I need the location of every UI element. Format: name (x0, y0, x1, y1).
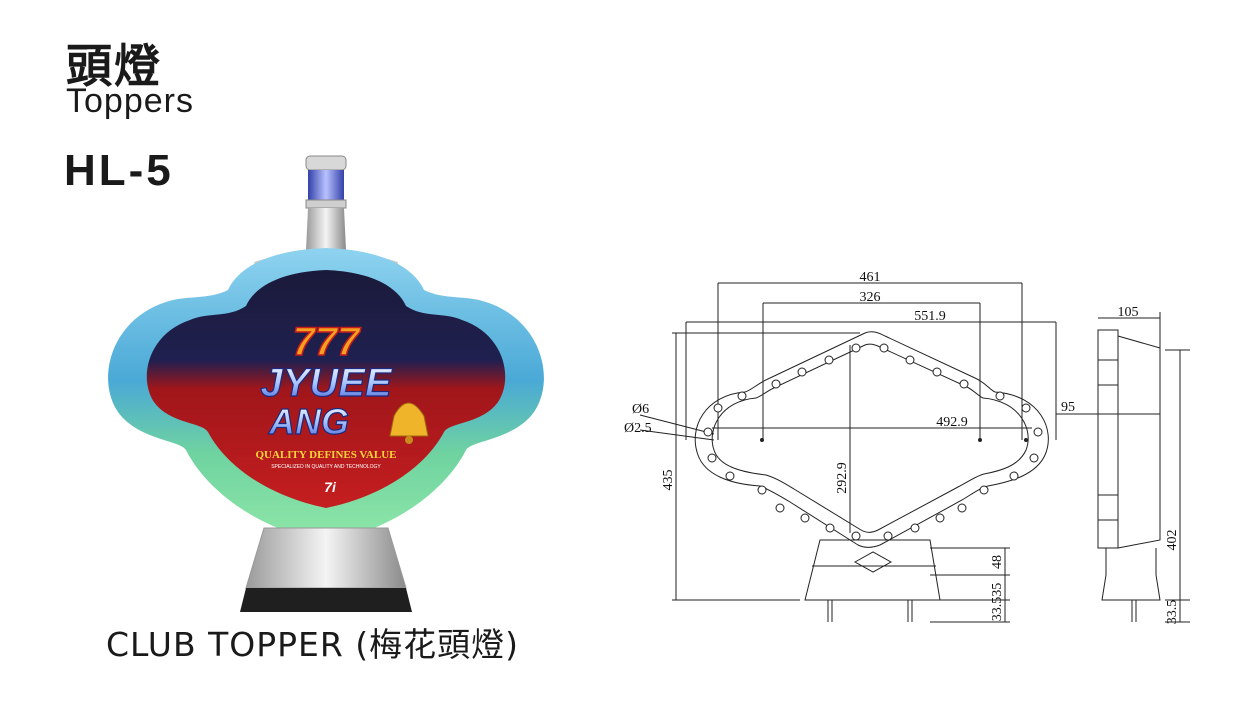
topper-panel (146, 270, 506, 508)
dim-461: 461 (860, 270, 881, 285)
led-holes (703, 343, 1043, 541)
side-view (1097, 329, 1161, 549)
front-outline (694, 331, 1049, 548)
sign-fine-print: SPECIALIZED IN QUALITY AND TECHNOLOGY (271, 464, 381, 470)
dim-105: 105 (1118, 305, 1139, 320)
dim-48: 48 (990, 555, 1005, 569)
dim-292-9: 292.9 (835, 462, 850, 494)
dim-326: 326 (860, 290, 881, 305)
title-chinese: 頭燈 (66, 39, 162, 93)
dim-402: 402 (1165, 530, 1180, 551)
dim-95: 95 (1061, 400, 1075, 415)
sign-digits: 777 (293, 320, 361, 364)
dim-551-9: 551.9 (914, 309, 946, 324)
topper-stand (240, 527, 412, 612)
sign-brand-line1: JYUEE (260, 361, 392, 405)
sign-brand-line2: ANG (268, 401, 349, 442)
bell-icon (389, 402, 429, 444)
product-caption: CLUB TOPPER (梅花頭燈) (106, 625, 520, 664)
title-english: Toppers (66, 82, 194, 120)
dim-33-5: 33.5 (1165, 600, 1180, 625)
model-number: HL-5 (64, 146, 174, 195)
dim-492-9: 492.9 (936, 415, 968, 430)
front-stand (804, 539, 941, 601)
sign-logo: 7i (324, 479, 337, 495)
sign-slogan: QUALITY DEFINES VALUE (255, 449, 396, 461)
product-photo: 777 JYUEE ANG QUALITY DEFINES VALUE SPEC… (108, 155, 544, 612)
dim-hole-6: Ø6 (632, 402, 649, 417)
dim-hole-2-5: Ø2.5 (624, 421, 652, 436)
dim-33-535: 33.535 (990, 583, 1005, 622)
dim-435: 435 (661, 470, 676, 491)
technical-drawing: 461 326 551.9 492.9 Ø6 Ø2.5 435 292.9 48… (624, 270, 1190, 625)
